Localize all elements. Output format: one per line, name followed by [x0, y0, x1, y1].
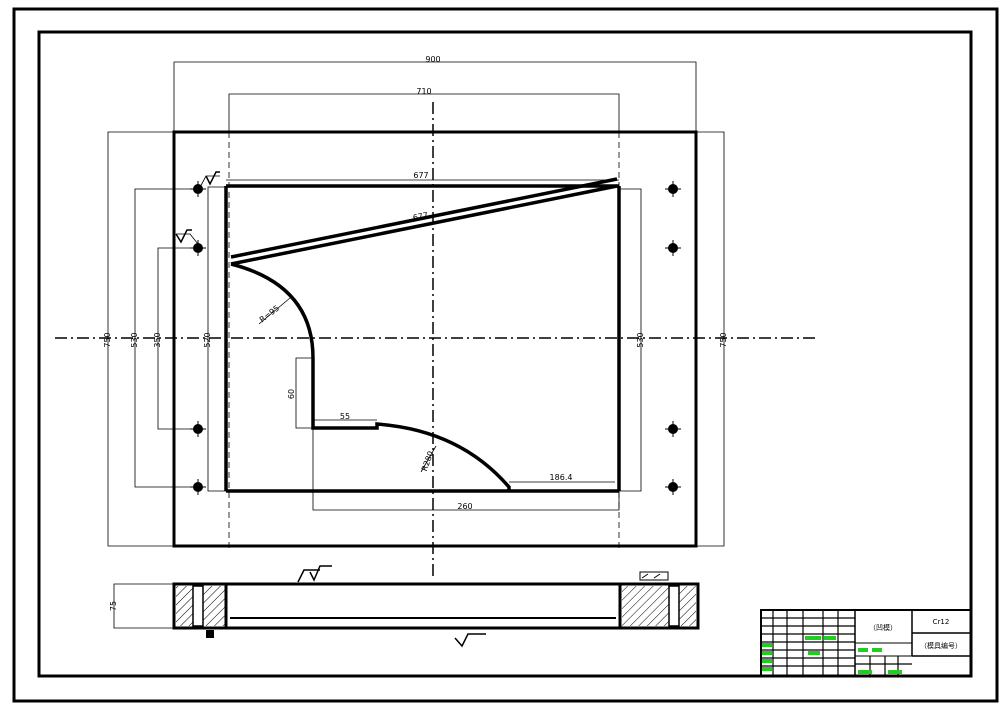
dim-60: 60 [287, 389, 296, 399]
dim-75: 75 [109, 601, 118, 611]
dim-260: 260 [457, 502, 472, 511]
dim-710: 710 [416, 87, 431, 96]
title-drawing-no: （模具编号） [920, 641, 962, 650]
section-view: 75 [109, 571, 700, 638]
bolt-hole-crosses [190, 181, 681, 495]
title-block-grid [761, 610, 912, 676]
title-part-name: （凹模） [869, 623, 897, 632]
surface-finish-symbols [175, 171, 486, 648]
dim-900: 900 [425, 55, 440, 64]
title-material: Cr12 [933, 618, 950, 626]
dim-677-top: 677 [413, 171, 428, 180]
dim-186-4: 186.4 [550, 473, 573, 482]
dim-750-left: 750 [103, 332, 112, 347]
center-lines [55, 102, 818, 576]
cavity-outline [224, 177, 621, 493]
dim-750-right: 750 [719, 332, 728, 347]
dim-677-diagonal: 677 [412, 211, 429, 223]
plate-outline [172, 130, 698, 548]
dimension-lines [107, 61, 725, 547]
title-block-accents [762, 636, 902, 674]
dim-350-left: 350 [153, 332, 162, 347]
outer-border [12, 7, 999, 703]
dim-530-left: 530 [130, 332, 139, 347]
dim-55: 55 [340, 412, 350, 421]
hidden-lines [228, 132, 620, 548]
inner-border [37, 30, 973, 678]
dim-530-right: 530 [636, 332, 645, 347]
title-block: （凹模） Cr12 （模具编号） [760, 609, 972, 677]
dim-520-left: 520 [203, 332, 212, 347]
dim-radius-upper: R=95 [258, 304, 281, 325]
